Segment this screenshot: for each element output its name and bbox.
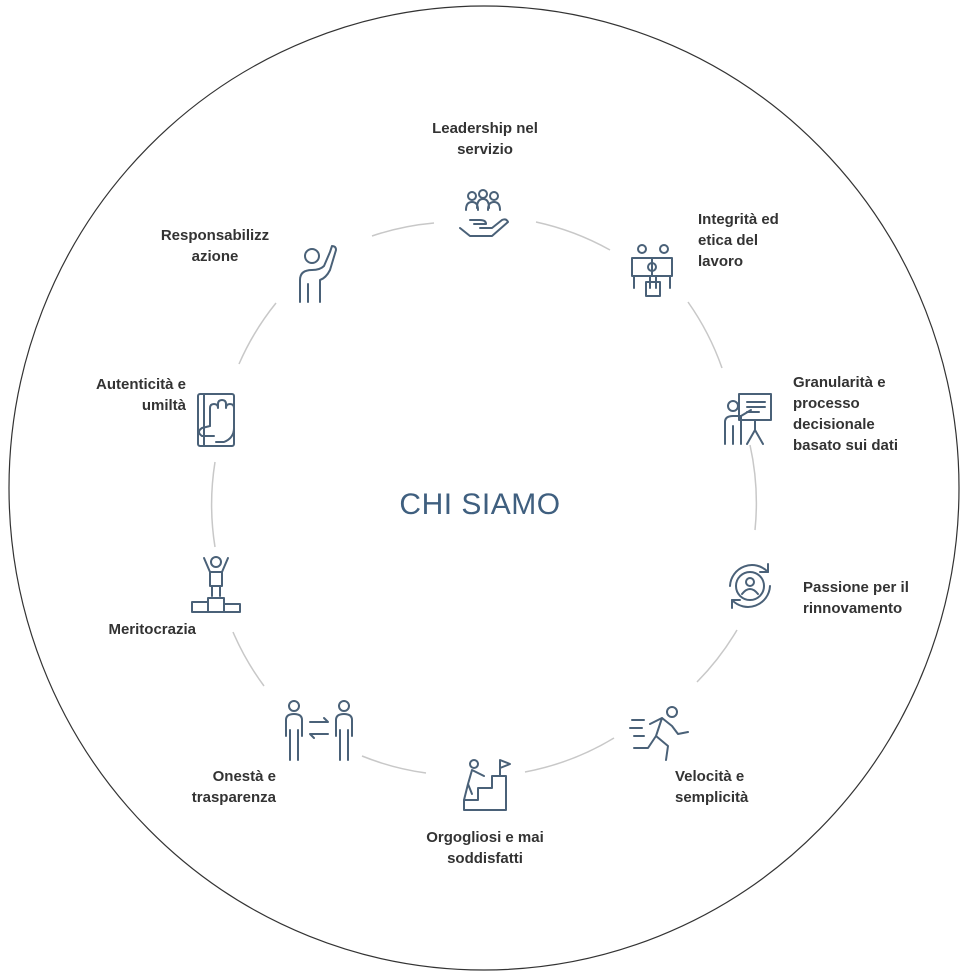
hand-on-book-icon [197, 393, 235, 447]
label-granularity: Granularità e processo decisionale basat… [793, 374, 899, 454]
label-speed: Velocità e semplicità [675, 768, 749, 806]
puzzle-people-icon [631, 244, 673, 297]
label-honesty: Onestà e trasparenza [191, 768, 276, 806]
label-responsibility: Responsabilizz azione [160, 227, 270, 265]
ring-arc [749, 444, 758, 531]
outer-circle [8, 5, 960, 971]
ring-arc [232, 631, 265, 687]
ring-arc [210, 461, 216, 548]
presentation-board-icon [724, 393, 772, 445]
raised-hand-person-icon [299, 245, 337, 303]
ring-arc [524, 737, 615, 773]
helping-hand-people-icon [459, 189, 509, 237]
label-passion: Passione per il rinnovamento [803, 579, 909, 617]
ring-arc [238, 302, 277, 365]
inner-ring [210, 221, 758, 774]
center-title: CHI SIAMO [399, 488, 561, 521]
ring-arc [687, 301, 723, 369]
label-integrity: Integrità ed etica del lavoro [698, 211, 779, 270]
label-meritocracy: Meritocrazia [108, 621, 196, 638]
ring-arc [361, 755, 427, 774]
ring-arc [371, 222, 435, 237]
renewal-cycle-icon [729, 563, 771, 609]
label-leadership: Leadership nel servizio [432, 120, 538, 158]
podium-winner-icon [191, 556, 241, 613]
label-proud: Orgogliosi e mai soddisfatti [426, 829, 544, 867]
label-authenticity: Autenticità e umiltà [95, 376, 186, 414]
running-person-icon [629, 706, 689, 761]
ring-arc [535, 221, 611, 251]
two-people-exchange-icon [285, 700, 353, 761]
climbing-stairs-flag-icon [463, 759, 511, 811]
ring-arc [696, 629, 738, 683]
